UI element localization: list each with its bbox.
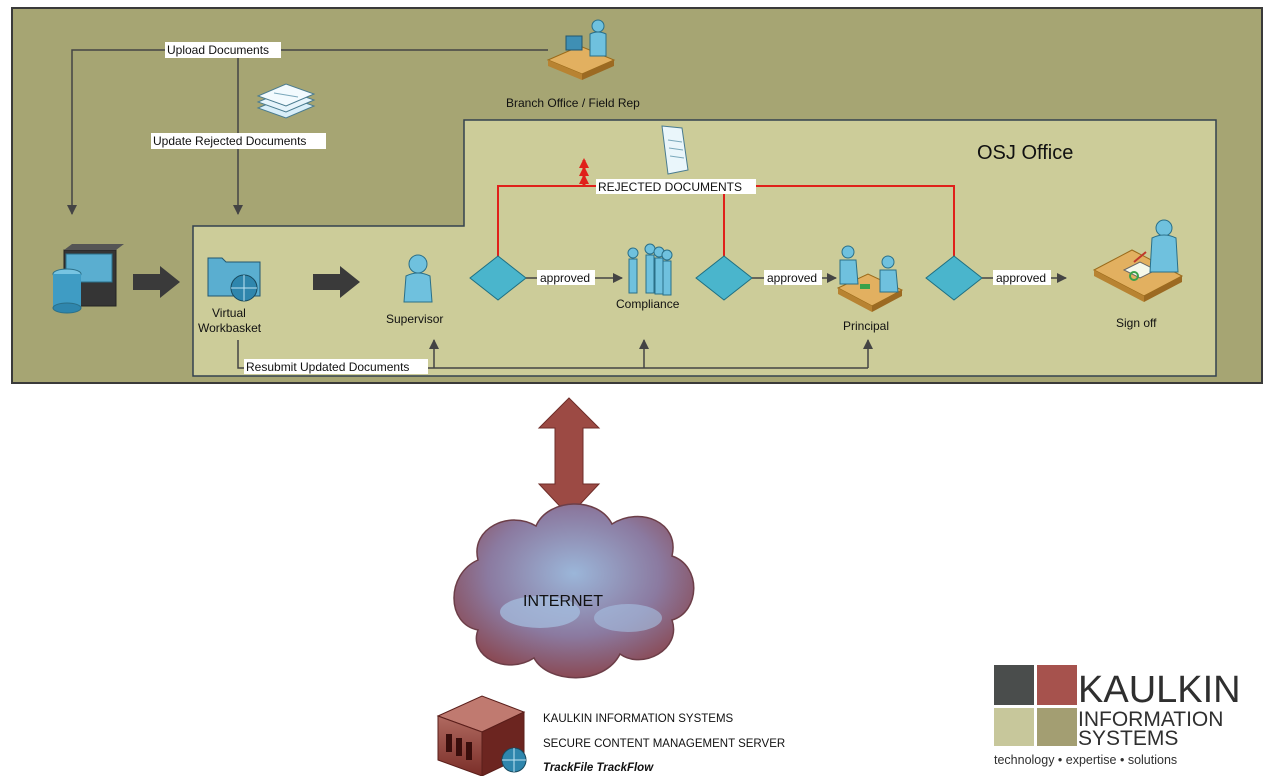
- workbasket-label: Workbasket: [198, 321, 262, 335]
- field-rep-icon: [546, 19, 616, 80]
- resubmit-line: [237, 340, 868, 369]
- supervisor-icon: [403, 254, 433, 303]
- signoff-label: Sign off: [1116, 316, 1157, 330]
- workbasket-folder-icon: [207, 257, 261, 302]
- documents-stack-icon: [256, 83, 316, 119]
- principal-label: Principal: [843, 319, 889, 333]
- server-product-text: TrackFile TrackFlow: [543, 762, 654, 774]
- signoff-desk-icon: [1092, 219, 1184, 302]
- internet-cloud-icon: [453, 503, 695, 679]
- approved-label: approved: [996, 271, 1046, 285]
- internet-label: INTERNET: [523, 593, 603, 610]
- branch-office-title: Branch Office / Field Rep: [506, 96, 640, 110]
- logo-tagline: technology • expertise • solutions: [994, 753, 1177, 767]
- resubmit-label: Resubmit Updated Documents: [246, 360, 409, 374]
- flow-arrow-icon: [133, 266, 180, 298]
- kaulkin-logo: [994, 665, 1077, 746]
- bidirectional-arrow-icon: [537, 397, 601, 517]
- supervisor-label: Supervisor: [386, 312, 443, 326]
- database-server-icon: [52, 244, 124, 314]
- secure-server-icon: [436, 695, 527, 776]
- logo-name: KAULKIN: [1078, 669, 1241, 711]
- server-description-text: SECURE CONTENT MANAGEMENT SERVER: [543, 738, 785, 750]
- compliance-label: Compliance: [616, 297, 680, 311]
- osj-office-panel: [192, 119, 1217, 377]
- logo-systems: SYSTEMS: [1078, 727, 1178, 750]
- logo-info: INFORMATION: [1078, 708, 1223, 731]
- rejected-up-arrows-icon: [579, 158, 589, 186]
- update-rejected-label: Update Rejected Documents: [153, 134, 306, 148]
- osj-office-title: OSJ Office: [977, 142, 1073, 164]
- flow-arrow-icon: [313, 266, 360, 298]
- workbasket-label: Virtual: [212, 306, 246, 320]
- principal-meeting-icon: [836, 245, 904, 312]
- approved-label: approved: [540, 271, 590, 285]
- upload-documents-line: [67, 49, 548, 215]
- server-company-text: KAULKIN INFORMATION SYSTEMS: [543, 713, 734, 725]
- compliance-group-icon: [627, 243, 673, 296]
- approved-label: approved: [767, 271, 817, 285]
- rejected-documents-label: REJECTED DOCUMENTS: [598, 180, 742, 194]
- document-icon: [661, 125, 689, 175]
- upload-documents-label: Upload Documents: [167, 43, 269, 57]
